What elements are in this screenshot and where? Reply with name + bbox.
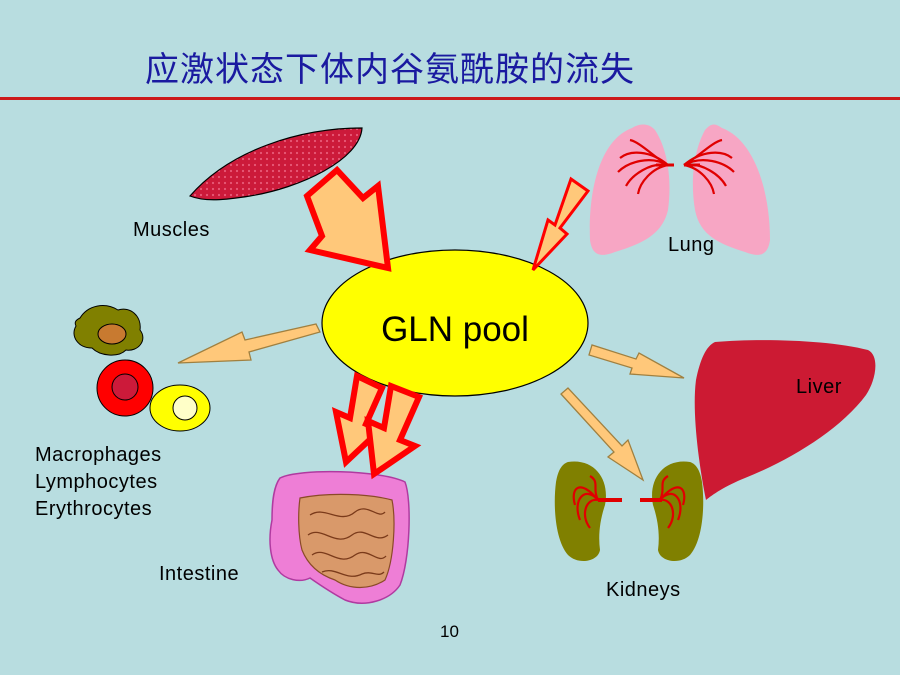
kidneys-shape xyxy=(554,461,704,562)
liver-shape xyxy=(694,340,876,500)
macrophages-label: Macrophages xyxy=(35,444,162,466)
lymphocyte-cell xyxy=(149,384,211,432)
intestine-shape xyxy=(269,470,410,604)
arrow-pool-to-kidneys xyxy=(560,387,645,482)
macrophage-cell xyxy=(73,305,144,356)
intestine-label: Intestine xyxy=(159,563,240,585)
erythrocyte-cell xyxy=(96,359,154,417)
arrow-pool-to-intestine-1 xyxy=(331,371,386,468)
page-number: 10 xyxy=(440,622,459,641)
slide-title: 应激状态下体内谷氨酰胺的流失 xyxy=(145,50,635,90)
arrow-pool-to-intestine-2 xyxy=(364,381,424,480)
lymphocytes-label: Lymphocytes xyxy=(35,471,158,493)
arrow-muscles-to-pool xyxy=(303,165,392,272)
erythrocytes-label: Erythrocytes xyxy=(35,498,153,520)
arrow-lung-to-pool xyxy=(531,176,591,272)
kidneys-label: Kidneys xyxy=(606,579,681,601)
arrow-pool-to-cells xyxy=(177,323,321,364)
gln-pool-ellipse xyxy=(321,249,589,397)
muscles-label: Muscles xyxy=(133,219,210,241)
arrow-pool-to-liver xyxy=(588,344,685,379)
muscle-shape xyxy=(188,127,363,201)
lung-shape xyxy=(589,124,770,255)
lung-label: Lung xyxy=(668,234,715,256)
liver-label: Liver xyxy=(796,376,842,398)
gln-pool-label: GLN pool xyxy=(381,310,529,349)
cells-label-list: Macrophages Lymphocytes Erythrocytes xyxy=(35,442,162,523)
title-rule xyxy=(0,97,900,100)
